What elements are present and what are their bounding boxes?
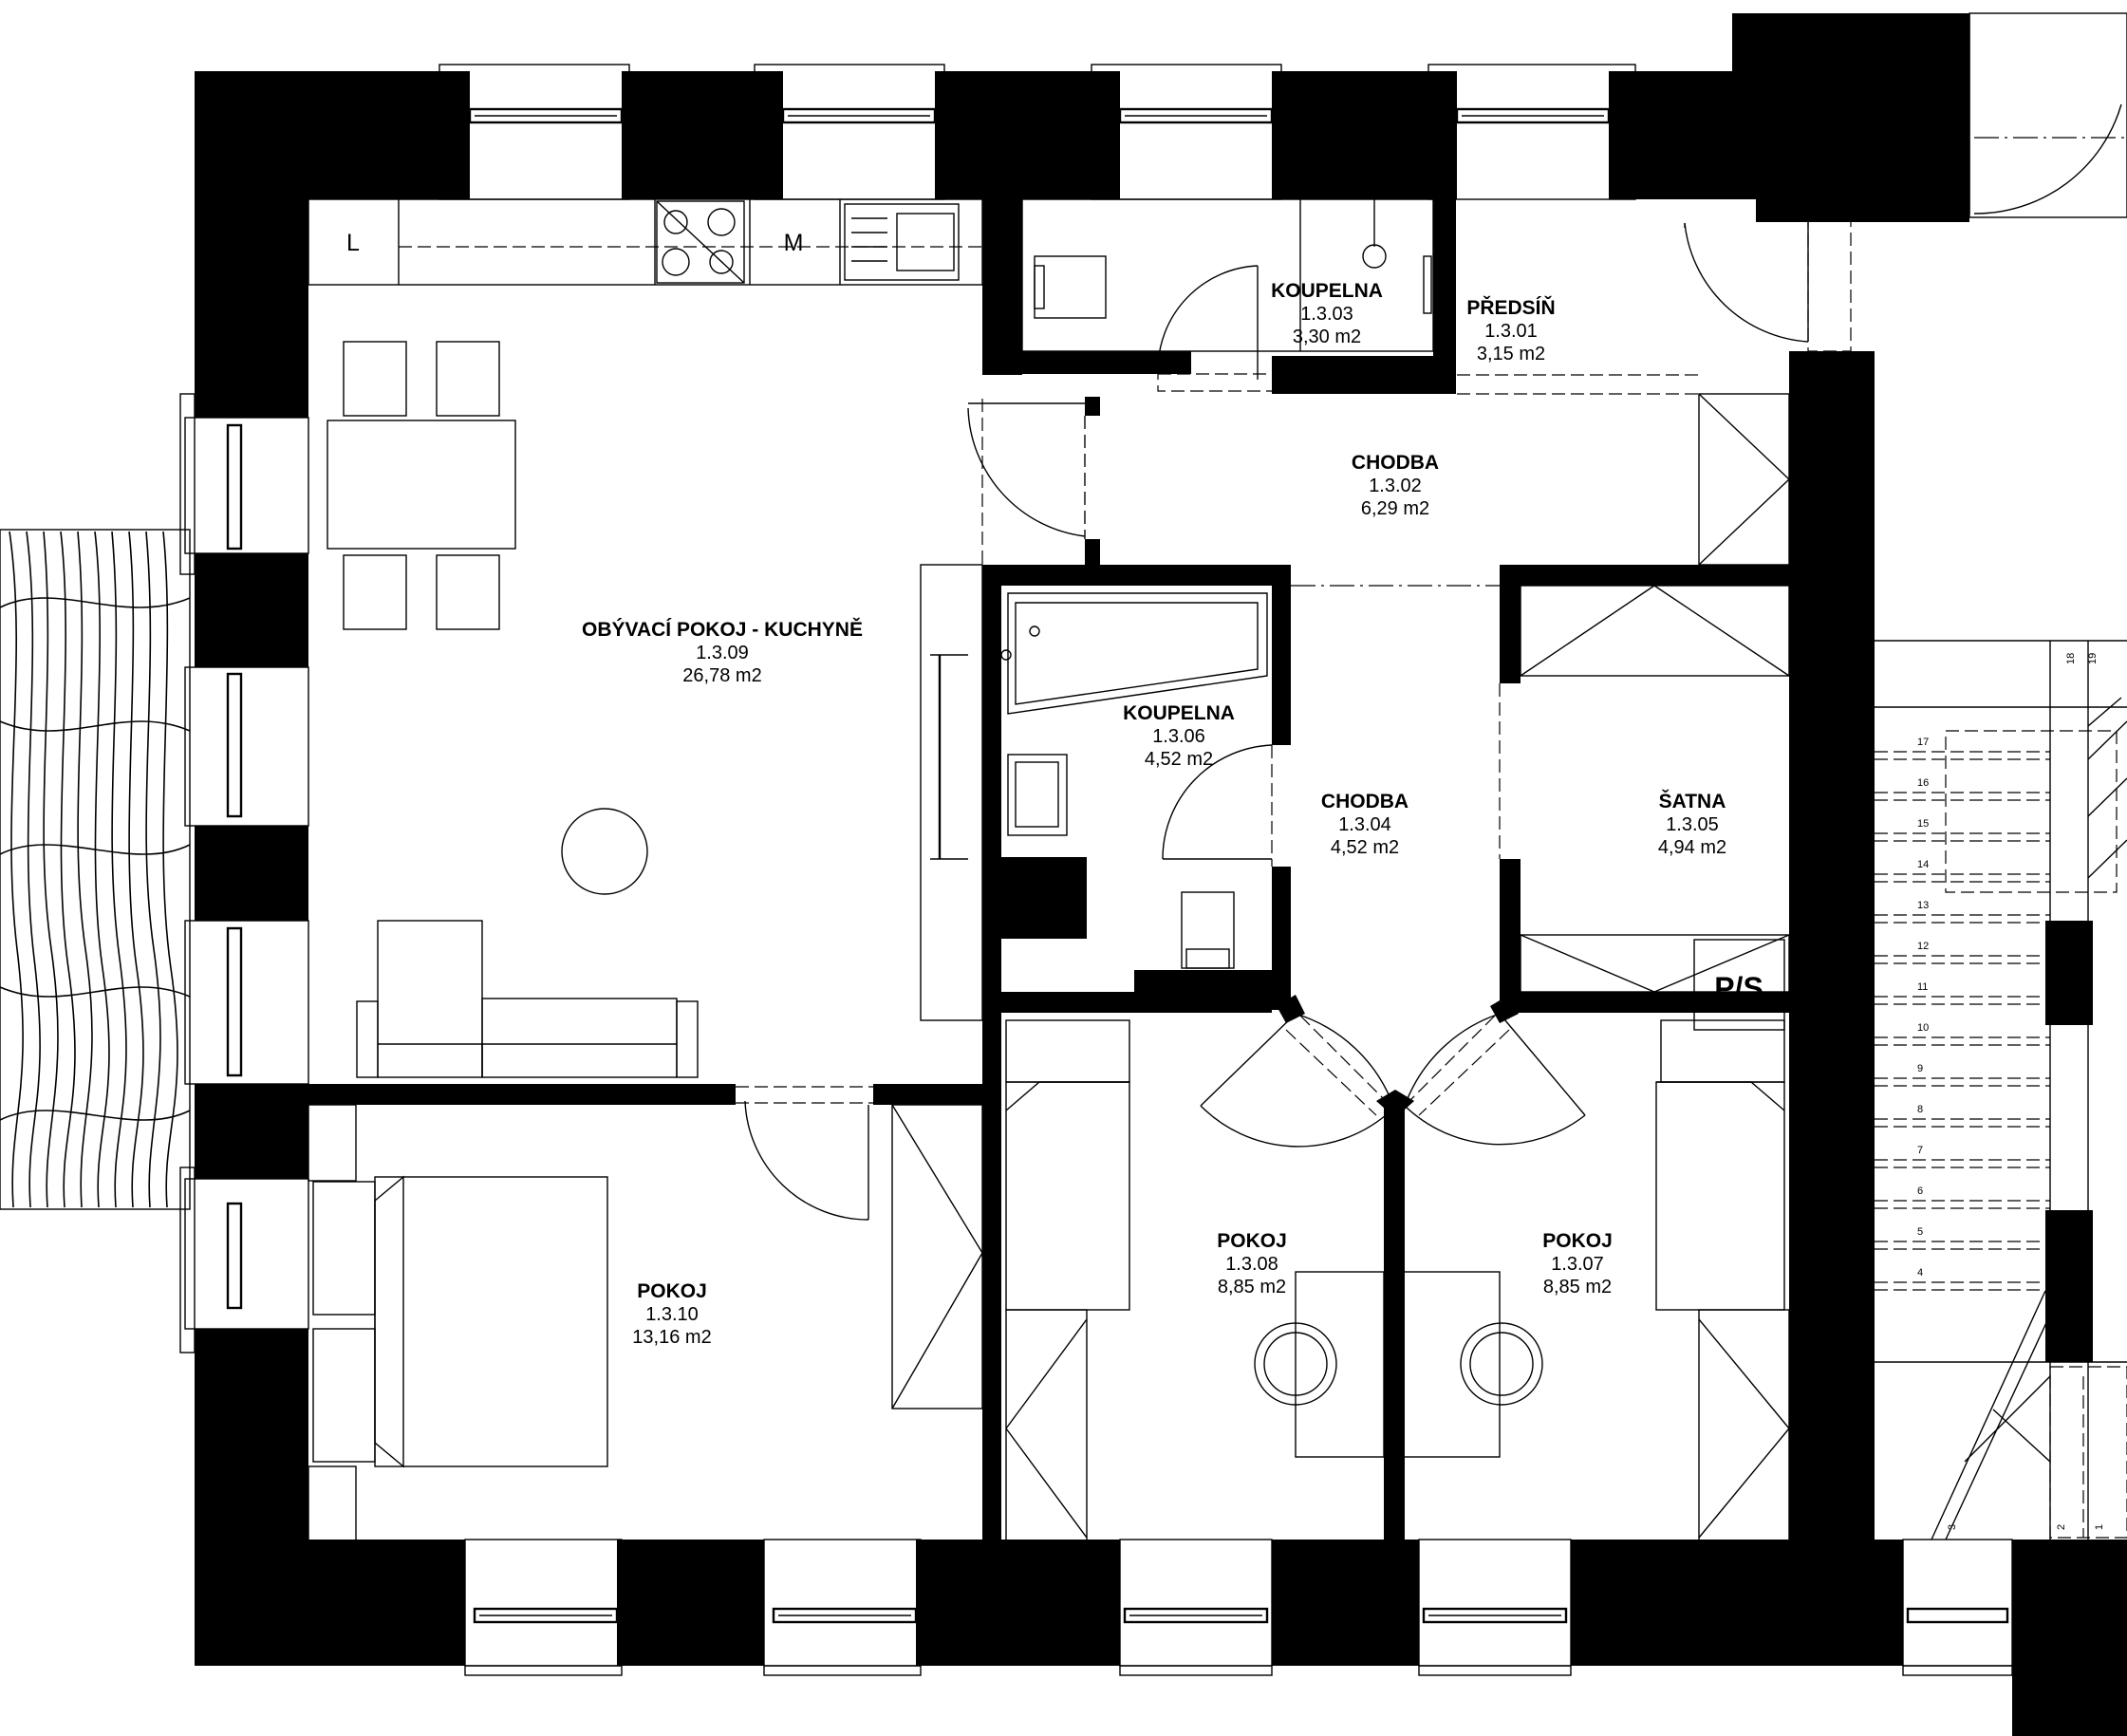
stair-step-number: 2 bbox=[2056, 1524, 2067, 1530]
room-code-living-kitchen: 1.3.09 bbox=[696, 643, 749, 663]
window-bottom-2 bbox=[763, 1539, 922, 1676]
room-code-bedroom-right: 1.3.07 bbox=[1551, 1254, 1604, 1275]
dishwasher-label: M bbox=[784, 230, 804, 256]
stair-step-number: 6 bbox=[1917, 1185, 1923, 1197]
bedroom-left-furniture bbox=[1005, 1013, 1543, 1543]
stair-step-number: 18 bbox=[2065, 653, 2077, 664]
stair-step-number: 3 bbox=[1947, 1524, 1958, 1530]
room-name-hall: PŘEDSÍŇ bbox=[1466, 296, 1555, 319]
stair-step-number: 15 bbox=[1917, 818, 1929, 830]
stair-step-number: 16 bbox=[1917, 777, 1929, 789]
window-bottom-5 bbox=[1902, 1539, 2013, 1676]
bathroom-2-fixtures bbox=[1000, 592, 1273, 969]
room-area-living-kitchen: 26,78 m2 bbox=[682, 665, 761, 686]
stair-treads: 19 18 17 16 15 14 13 12 11 10 9 8 7 6 5 4 3 2 1 bbox=[1875, 653, 2105, 1530]
room-area-corridor-top: 6,29 m2 bbox=[1361, 498, 1429, 519]
window-bottom-3 bbox=[1119, 1539, 1273, 1676]
room-name-bathroom-top: KOUPELNA bbox=[1271, 280, 1383, 302]
bathroom-top-fixtures bbox=[1021, 198, 1434, 392]
room-area-wardrobe: 4,94 m2 bbox=[1658, 837, 1726, 858]
exterior-walls bbox=[195, 13, 2127, 1736]
windows bbox=[179, 64, 2013, 1676]
room-area-hall: 3,15 m2 bbox=[1477, 344, 1545, 364]
bedroom-right-furniture bbox=[1277, 995, 1790, 1543]
room-area-bedroom-left: 8,85 m2 bbox=[1218, 1277, 1286, 1297]
window-left-4 bbox=[179, 1167, 309, 1353]
room-name-wardrobe: ŠATNA bbox=[1659, 790, 1726, 812]
stair-step-number: 9 bbox=[1917, 1063, 1923, 1074]
room-name-corridor-2: CHODBA bbox=[1321, 791, 1409, 812]
window-bottom-4 bbox=[1418, 1539, 1572, 1676]
room-area-bathroom-top: 3,30 m2 bbox=[1293, 327, 1361, 347]
window-left-1 bbox=[179, 393, 309, 575]
stair-step-number: 1 bbox=[2094, 1524, 2105, 1530]
stair-step-number: 14 bbox=[1917, 859, 1929, 870]
room-area-corridor-2: 4,52 m2 bbox=[1331, 837, 1399, 858]
stair-step-number: 11 bbox=[1917, 981, 1928, 993]
room-name-bedroom-right: POKOJ bbox=[1542, 1230, 1613, 1252]
window-left-3 bbox=[184, 920, 309, 1085]
entry-door bbox=[1684, 12, 2127, 352]
room-code-wardrobe: 1.3.05 bbox=[1666, 814, 1719, 835]
wardrobe-living bbox=[920, 564, 983, 1021]
room-code-corridor-top: 1.3.02 bbox=[1369, 476, 1422, 496]
room-area-bathroom-2: 4,52 m2 bbox=[1145, 749, 1213, 770]
stair-step-number: 10 bbox=[1917, 1022, 1929, 1034]
window-top-4 bbox=[1427, 64, 1636, 200]
room-code-corridor-2: 1.3.04 bbox=[1338, 814, 1391, 835]
room-name-bedroom-left: POKOJ bbox=[1217, 1230, 1287, 1252]
stair-step-number: 17 bbox=[1917, 737, 1929, 748]
shaft-label: P/S bbox=[1714, 971, 1763, 1005]
room-code-hall: 1.3.01 bbox=[1484, 321, 1538, 342]
stair-step-number: 13 bbox=[1917, 900, 1929, 911]
room-name-bathroom-2: KOUPELNA bbox=[1123, 702, 1235, 724]
room-code-bedroom-large: 1.3.10 bbox=[645, 1304, 699, 1325]
room-area-bedroom-right: 8,85 m2 bbox=[1543, 1277, 1612, 1297]
stair-step-number: 5 bbox=[1917, 1226, 1923, 1238]
room-labels: OBÝVACÍ POKOJ - KUCHYNĚ 1.3.09 26,78 m2 … bbox=[582, 280, 1726, 1348]
stair-step-number: 12 bbox=[1917, 941, 1929, 952]
bedroom-large-furniture bbox=[308, 1086, 983, 1543]
interior-walls bbox=[308, 190, 1789, 1542]
stair-step-number: 7 bbox=[1917, 1145, 1923, 1156]
dining-table bbox=[327, 341, 516, 630]
sofa bbox=[356, 808, 699, 1078]
terrace-wood-deck bbox=[0, 529, 191, 1210]
room-area-bedroom-large: 13,16 m2 bbox=[632, 1327, 711, 1348]
stair-step-number: 4 bbox=[1917, 1267, 1923, 1279]
stair-step-number: 19 bbox=[2087, 653, 2099, 664]
window-left-2 bbox=[184, 666, 309, 827]
corridor-top bbox=[1084, 374, 1790, 587]
room-name-living-kitchen: OBÝVACÍ POKOJ - KUCHYNĚ bbox=[582, 618, 863, 641]
room-code-bathroom-top: 1.3.03 bbox=[1300, 304, 1353, 325]
window-top-3 bbox=[1091, 64, 1282, 200]
room-code-bedroom-left: 1.3.08 bbox=[1225, 1254, 1278, 1275]
fridge-label: L bbox=[346, 230, 360, 256]
door-living-corridor bbox=[967, 399, 1086, 565]
room-code-bathroom-2: 1.3.06 bbox=[1152, 726, 1205, 747]
room-name-bedroom-large: POKOJ bbox=[637, 1280, 707, 1302]
kitchen-counter: L M bbox=[308, 198, 983, 286]
window-bottom-1 bbox=[464, 1539, 623, 1676]
wardrobe-room-fixtures: P/S bbox=[1499, 585, 1790, 1031]
staircase bbox=[1875, 640, 2127, 1666]
stair-step-number: 8 bbox=[1917, 1104, 1923, 1115]
room-name-corridor-top: CHODBA bbox=[1352, 452, 1439, 474]
